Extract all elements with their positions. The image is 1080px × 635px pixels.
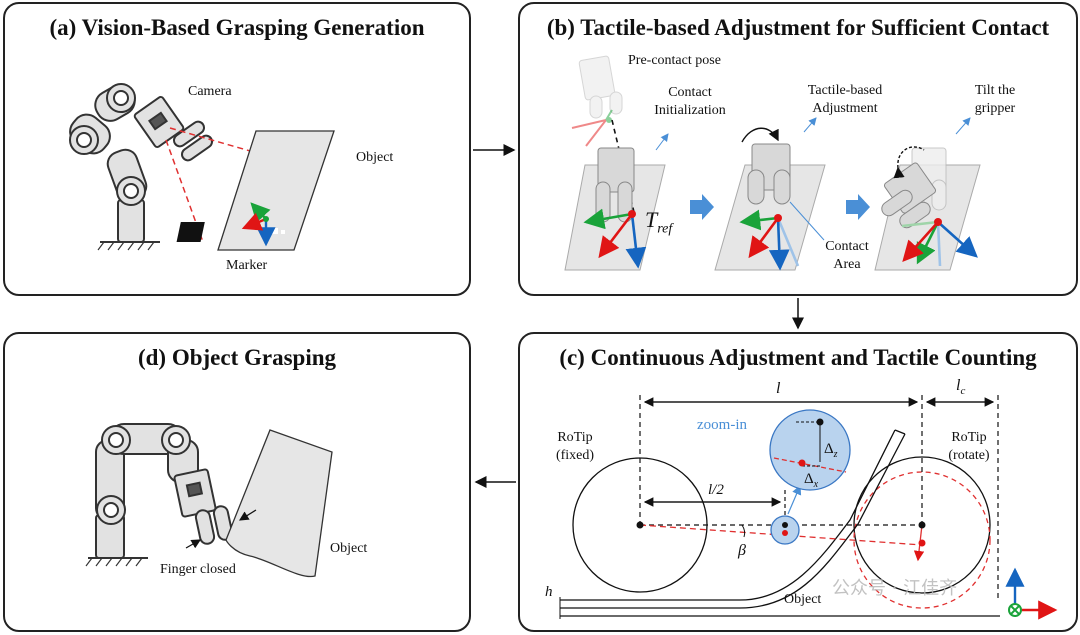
tactile-adj-label-1: Tactile-based	[807, 83, 883, 98]
rotip-rotate-label-2: (rotate)	[948, 448, 990, 463]
label-pointers-b	[655, 117, 971, 151]
rotip-fixed-label-1: RoTip	[557, 430, 593, 445]
robot-arm-a	[69, 83, 214, 251]
zoom-small-circle	[770, 515, 800, 545]
contact-area-label-1: Contact	[825, 239, 869, 254]
l-half-label: l/2	[708, 482, 724, 498]
robot-arm-d	[85, 423, 234, 567]
tilt-label-1: Tilt the	[974, 83, 1016, 98]
beta-arc	[741, 524, 746, 538]
rotip-fixed-label-2: (fixed)	[555, 448, 595, 463]
contact-init-label-1: Contact	[668, 85, 712, 100]
zoom-pointer	[787, 484, 802, 515]
t-ref-sub: ref	[657, 221, 673, 237]
lc-main: l	[956, 377, 961, 394]
lc-label: lc	[956, 378, 965, 399]
beta-label: β	[738, 542, 746, 559]
t-ref-label: Tref	[645, 208, 672, 241]
finger-pointers-d	[185, 509, 257, 549]
object-sheet-c	[560, 429, 1000, 617]
flow-arrows	[473, 144, 804, 488]
panel-d-title: (d) Object Grasping	[137, 345, 337, 370]
panel-c-title: (c) Continuous Adjustment and Tactile Co…	[559, 345, 1037, 370]
delta-x-main: Δ	[804, 471, 814, 487]
axes-stage-1	[583, 208, 647, 269]
l-label: l	[776, 380, 781, 397]
tactile-adj-label-2: Adjustment	[812, 101, 878, 116]
panel-a-title: (a) Vision-Based Grasping Generation	[49, 15, 425, 40]
tilt-label-2: gripper	[974, 101, 1016, 116]
delta-x-sub: x	[813, 479, 819, 490]
axes-stage-2	[739, 209, 800, 271]
t-ref-main: T	[645, 207, 658, 232]
watermark: 公众号 · 江佳齐	[832, 578, 958, 599]
rotip-rotate-label-1: RoTip	[951, 430, 987, 445]
lc-sub: c	[960, 385, 966, 398]
camera-label: Camera	[188, 84, 232, 99]
zoom-in-label: zoom-in	[697, 417, 747, 433]
panel-b-title: (b) Tactile-based Adjustment for Suffici…	[546, 15, 1050, 40]
pre-contact-axes	[571, 109, 613, 147]
delta-z-sub: z	[833, 449, 838, 460]
contact-area-label-2: Area	[833, 257, 861, 272]
contact-init-label-2: Initialization	[654, 103, 726, 118]
pre-contact-label: Pre-contact pose	[628, 53, 721, 68]
axes-stage-3	[901, 218, 978, 267]
curved-arrow-3	[893, 146, 925, 179]
frame-axes-c	[1005, 567, 1058, 620]
delta-x-label: Δx	[804, 471, 818, 493]
stage-arrow-1	[690, 194, 714, 220]
delta-z-label: Δz	[824, 441, 838, 463]
h-label: h	[545, 584, 553, 600]
finger-closed-label: Finger closed	[160, 562, 236, 577]
zoom-large-circle	[769, 409, 851, 491]
stage-arrow-2	[846, 194, 870, 220]
panel-d	[3, 332, 471, 632]
curved-arrow-2	[741, 127, 779, 143]
frame-axes-a	[241, 202, 276, 247]
contact-area-pointer	[789, 201, 825, 241]
object-label-d: Object	[330, 541, 368, 556]
object-label-c: Object	[784, 592, 822, 607]
center-points-c	[636, 521, 926, 547]
object-d	[225, 429, 333, 578]
object-label-a: Object	[356, 150, 394, 165]
gripper-stage-2	[747, 143, 791, 205]
delta-z-main: Δ	[824, 441, 834, 457]
pre-contact-gripper	[578, 55, 623, 119]
marker-label: Marker	[226, 258, 268, 273]
